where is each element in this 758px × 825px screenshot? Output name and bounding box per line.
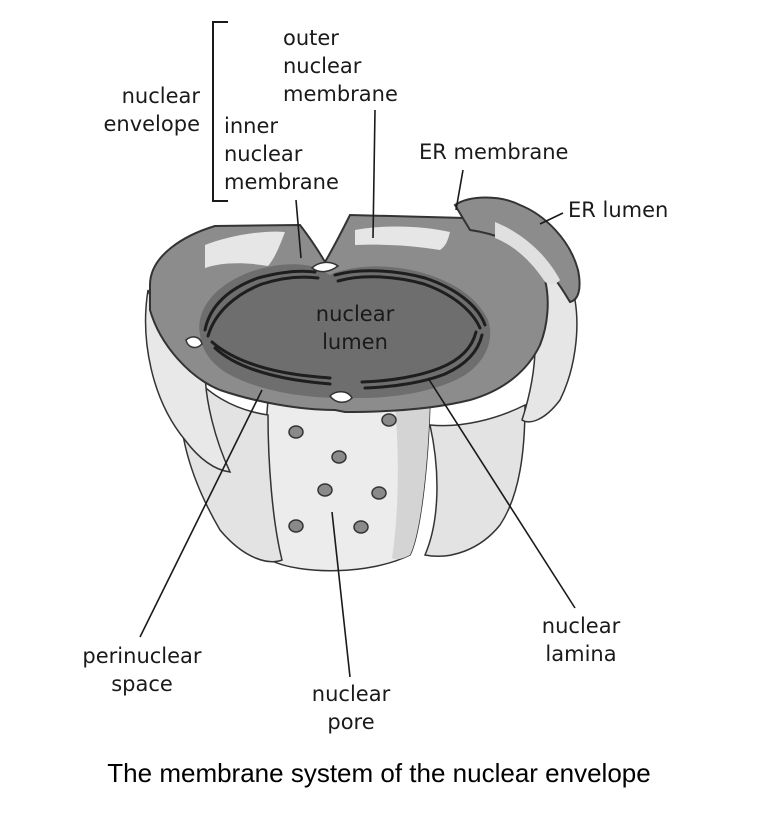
label-nuclear-envelope: nuclear envelope [103,84,200,136]
inner-membrane-leader [295,199,302,259]
label-nuclear-lamina: nuclear lamina [541,614,621,666]
leader-lines [139,109,576,678]
pore-notch-bottom [329,391,353,403]
er-membrane-leader [455,169,464,211]
label-er-membrane: ER membrane [419,140,569,164]
pore-dot [288,425,304,439]
label-er-lumen: ER lumen [568,198,669,222]
nuclear-lamina-fibers [203,269,487,390]
label-nuclear-lumen: nuclear lumen [315,302,395,354]
pore-notch-left [185,336,203,349]
right-top-lumen-channel [355,226,450,250]
pore-dot [381,413,397,427]
pore-cylinder-shade [392,400,430,560]
label-outer-nuclear-membrane: outer nuclear membrane [283,26,398,106]
right-lower-flap [423,403,526,557]
er-lumen-channel [495,222,560,285]
figure-caption: The membrane system of the nuclear envel… [107,758,651,788]
nuclear-pore-leader [331,511,351,678]
pore-dot [371,486,387,500]
nuclear-pore-dots [288,413,397,534]
pore-dot [317,483,333,497]
nuclear-envelope-bracket [212,21,228,202]
pore-dot [288,519,304,533]
outer-membrane-leader [372,109,376,239]
nuclear-lamina-leader [427,377,576,609]
label-nuclear-pore: nuclear pore [311,682,391,734]
left-lumen-channel [205,231,285,268]
nuclear-lumen-core [199,264,491,398]
pore-dot [353,520,369,534]
er-lumen-leader [539,212,564,225]
label-inner-nuclear-membrane: inner nuclear membrane [224,114,339,194]
pore-dot [331,450,347,464]
label-perinuclear-space: perinuclear space [82,644,202,696]
pore-notch-top [310,261,340,273]
perinuclear-space-leader [139,389,263,638]
